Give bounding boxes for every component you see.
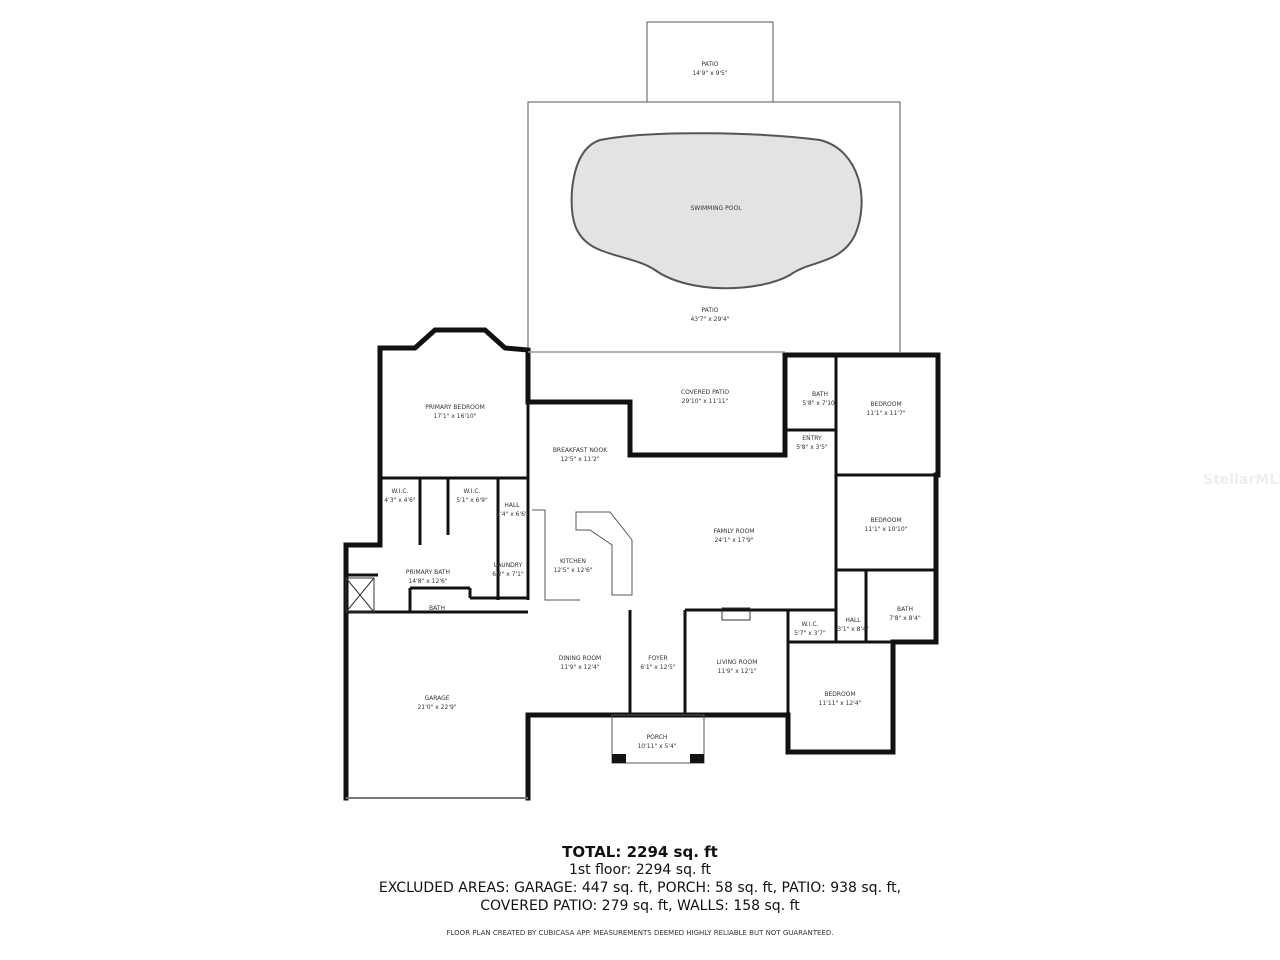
room-name: PRIMARY BATH <box>406 569 450 576</box>
room-name: SWIMMING POOL <box>690 205 742 212</box>
room-name: BEDROOM <box>824 691 855 698</box>
watermark: StellarMLS <box>1203 472 1280 488</box>
room-dims: 11'9" x 12'4" <box>560 664 599 671</box>
exterior-walls <box>343 327 941 801</box>
room-name: DINING ROOM <box>559 655 601 662</box>
room-dims: 12'5" x 12'6" <box>553 567 592 574</box>
disclaimer: FLOOR PLAN CREATED BY CUBICASA APP. MEAS… <box>446 929 834 937</box>
room-labels: PATIO 14'9" x 9'5" SWIMMING POOL PATIO 4… <box>384 61 921 750</box>
room-dims: 10'11" x 5'4" <box>637 743 676 750</box>
room-dims: 17'1" x 16'10" <box>434 413 477 420</box>
room-name: BATH <box>429 605 445 612</box>
room-name: HALL <box>504 502 520 509</box>
kitchen-counters <box>532 509 633 601</box>
room-dims: 14'9" x 9'5" <box>692 70 728 77</box>
room-dims: 5'7" x 3'7" <box>794 630 826 637</box>
room-dims: 24'1" x 17'9" <box>714 537 753 544</box>
room-name: BATH <box>812 391 828 398</box>
room-dims: 43'7" x 29'4" <box>690 316 729 323</box>
room-dims: 3'4" x 6'6" <box>496 511 528 518</box>
room-name: LAUNDRY <box>494 562 523 569</box>
swimming-pool-shape <box>570 132 863 290</box>
room-name: KITCHEN <box>560 558 586 565</box>
room-dims: 29'10" x 11'11" <box>682 398 729 405</box>
fireplace <box>721 607 751 621</box>
excluded-areas-line-2: COVERED PATIO: 279 sq. ft, WALLS: 158 sq… <box>480 898 800 914</box>
room-name: FAMILY ROOM <box>714 528 755 535</box>
porch-column <box>690 754 704 763</box>
room-name: W.I.C. <box>802 621 819 628</box>
room-dims: 6'1" x 12'5" <box>640 664 676 671</box>
patio-outline <box>527 101 901 352</box>
room-dims: 11'1" x 11'7" <box>866 410 905 417</box>
room-name: BREAKFAST NOOK <box>553 447 608 454</box>
room-dims: 5'8" x 3'5" <box>796 444 828 451</box>
room-dims: 4'3" x 4'6" <box>384 497 416 504</box>
room-name: COVERED PATIO <box>681 389 729 396</box>
room-name: BEDROOM <box>870 401 901 408</box>
room-dims: 5'1" x 6'9" <box>456 497 488 504</box>
shower <box>345 577 375 613</box>
room-name: FOYER <box>648 655 667 662</box>
room-dims: 14'8" x 12'6" <box>408 578 447 585</box>
room-name: PATIO <box>701 307 718 314</box>
room-name: BEDROOM <box>870 517 901 524</box>
room-dims: 21'0" x 22'9" <box>417 704 456 711</box>
room-name: GARAGE <box>424 695 449 702</box>
room-name: PRIMARY BEDROOM <box>425 404 485 411</box>
room-name: ENTRY <box>802 435 822 442</box>
room-name: W.I.C. <box>392 488 409 495</box>
room-name: BATH <box>897 606 913 613</box>
excluded-areas-line-1: EXCLUDED AREAS: GARAGE: 447 sq. ft, PORC… <box>378 880 902 896</box>
room-name: HALL <box>845 617 861 624</box>
room-name: LIVING ROOM <box>717 659 758 666</box>
room-name: W.I.C. <box>464 488 481 495</box>
porch-column <box>612 754 626 763</box>
room-dims: 5'8" x 7'10" <box>802 400 838 407</box>
total-area: TOTAL: 2294 sq. ft <box>562 843 718 861</box>
room-dims: 7'8" x 8'4" <box>889 615 921 622</box>
first-floor-area: 1st floor: 2294 sq. ft <box>568 862 712 878</box>
room-dims: 3'1" x 8'4" <box>837 626 869 633</box>
room-dims: 11'9" x 12'1" <box>717 668 756 675</box>
room-dims: 6'2" x 7'1" <box>492 571 524 578</box>
room-name: PORCH <box>647 734 668 741</box>
room-name: PATIO <box>701 61 718 68</box>
interior-walls <box>346 355 938 715</box>
room-dims: 11'1" x 10'10" <box>865 526 908 533</box>
room-dims: 11'11" x 12'4" <box>819 700 862 707</box>
porch-outline <box>611 714 705 764</box>
room-dims: 12'5" x 11'2" <box>560 456 599 463</box>
